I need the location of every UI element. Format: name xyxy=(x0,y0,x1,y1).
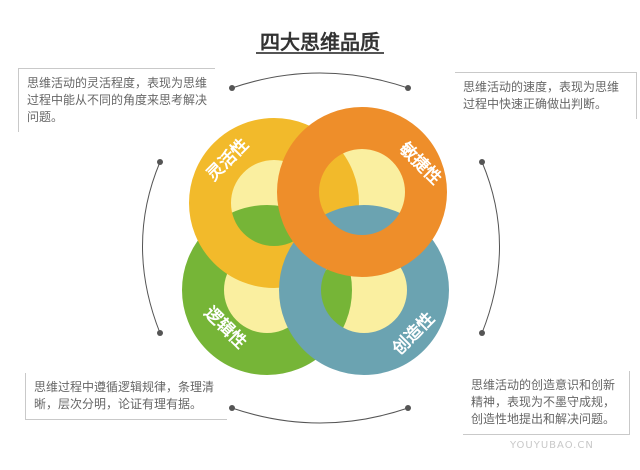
arc-top xyxy=(231,72,409,89)
arc-right xyxy=(481,161,500,334)
ring-flexibility xyxy=(189,118,359,288)
title-underline xyxy=(256,52,384,54)
description-logic: 思维过程中遵循逻辑规律，条理清晰，层次分明，论证有理有据。 xyxy=(25,373,227,420)
ring-creativity xyxy=(279,205,449,375)
arc-left xyxy=(142,161,161,334)
watermark: YOUYUBAO.CN xyxy=(510,440,594,451)
outer-arcs xyxy=(142,72,500,424)
arc-endpoint-dots xyxy=(157,85,485,411)
description-flexibility: 思维活动的灵活程度，表现为思维过程中能从不同的角度来思考解决问题。 xyxy=(18,68,215,132)
description-agility: 思维活动的速度，表现为思维过程中快速正确做出判断。 xyxy=(455,72,637,119)
ring-logic xyxy=(182,205,352,375)
ring-agility xyxy=(277,107,447,277)
rings xyxy=(182,107,449,375)
arc-bottom xyxy=(231,407,409,424)
description-creativity: 思维活动的创造意识和创新精神，表现为不墨守成规，创造性地提出和解决问题。 xyxy=(463,371,630,435)
page-title: 四大思维品质 xyxy=(260,30,380,54)
